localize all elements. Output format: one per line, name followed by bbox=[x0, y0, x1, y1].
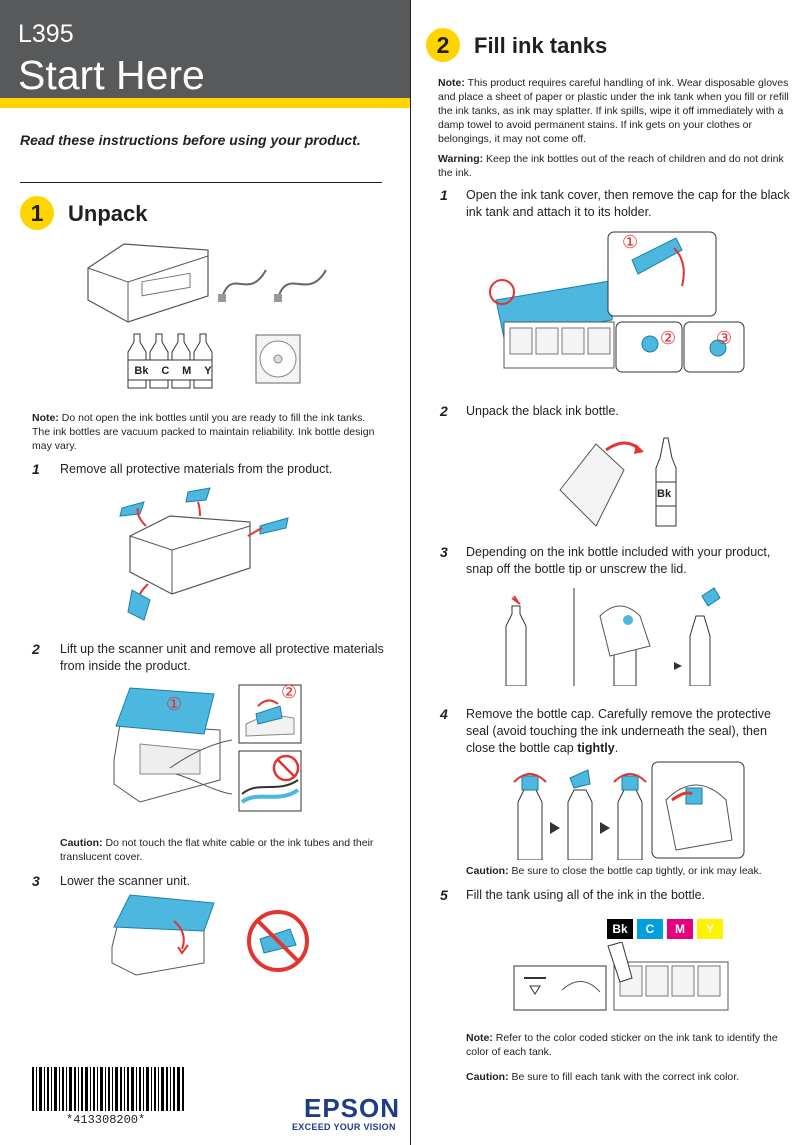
section2-warning-text: Keep the ink bottles out of the reach of… bbox=[438, 153, 784, 179]
intro-text: Read these instructions before using you… bbox=[20, 132, 361, 148]
section1-note-label: Note: bbox=[32, 412, 59, 424]
s2-marker-1: ① bbox=[622, 232, 639, 252]
s2-step1-text: Open the ink tank cover, then remove the… bbox=[466, 188, 790, 219]
remove-tape-illustration bbox=[119, 487, 289, 621]
s2-step2-number: 2 bbox=[440, 403, 448, 419]
cd-illustration bbox=[255, 334, 301, 384]
section2-warning: Warning: Keep the ink bottles out of the… bbox=[438, 152, 794, 180]
do-not-touch-cable-zoom bbox=[238, 750, 302, 812]
marker-1: ① bbox=[166, 694, 183, 714]
ink-bottle-labels: Bk C M Y bbox=[128, 365, 218, 377]
power-cable-illustration bbox=[218, 269, 267, 302]
s1-step3-text: Lower the scanner unit. bbox=[60, 874, 190, 888]
s2-step4-text-c: . bbox=[614, 741, 619, 755]
ink-label-bk: Bk bbox=[134, 365, 149, 377]
barcode bbox=[32, 1067, 184, 1111]
page-title: Start Here bbox=[18, 52, 205, 98]
section1-note-text: Do not open the ink bottles until you ar… bbox=[32, 412, 375, 452]
s1-step1-text: Remove all protective materials from the… bbox=[60, 462, 333, 476]
lift-scanner-illustration bbox=[113, 687, 233, 803]
section1-note: Note: Do not open the ink bottles until … bbox=[32, 411, 382, 453]
ink-color-stickers: Bk C M Y bbox=[607, 919, 723, 939]
s2-marker-2: ② bbox=[660, 328, 677, 348]
s1-step2-text: Lift up the scanner unit and remove all … bbox=[60, 642, 384, 673]
s2-step2-text: Unpack the black ink bottle. bbox=[466, 404, 619, 418]
s2-step5-caution: Caution: Be sure to fill each tank with … bbox=[466, 1070, 794, 1084]
sticker-bk: Bk bbox=[607, 919, 633, 939]
s2-caution4-label: Caution: bbox=[466, 865, 509, 877]
open-tank-cover-illustration bbox=[489, 231, 745, 373]
s2-step4-text-a: Remove the bottle cap. Carefully remove … bbox=[466, 707, 772, 755]
header-stripe bbox=[0, 98, 410, 108]
printer-illustration bbox=[87, 243, 209, 323]
section2-note: Note: This product requires careful hand… bbox=[438, 76, 794, 146]
close-cap-illustration bbox=[513, 761, 745, 860]
ink-label-c: C bbox=[161, 365, 170, 377]
s2-caution4-text: Be sure to close the bottle cap tightly,… bbox=[511, 865, 762, 877]
s2-caution5-text: Be sure to fill each tank with the corre… bbox=[511, 1071, 740, 1083]
s2-step5-note: Note: Refer to the color coded sticker o… bbox=[466, 1031, 794, 1059]
bottle-label-bk: Bk bbox=[657, 488, 672, 500]
section2-note-text: This product requires careful handling o… bbox=[438, 77, 789, 145]
s2-step1-number: 1 bbox=[440, 187, 448, 203]
section1-title: Unpack bbox=[68, 201, 148, 226]
ink-label-m: M bbox=[182, 365, 192, 377]
barcode-number: *413308200* bbox=[66, 1113, 146, 1127]
epson-tagline: EXCEED YOUR VISION bbox=[292, 1122, 396, 1132]
s2-step5-text: Fill the tank using all of the ink in th… bbox=[466, 888, 706, 902]
epson-logo: EPSON bbox=[304, 1093, 401, 1123]
s2-step5-number: 5 bbox=[440, 887, 448, 903]
protective-material-zoom bbox=[238, 684, 302, 744]
s1-step1-number: 1 bbox=[32, 461, 40, 477]
marker-2: ② bbox=[281, 682, 298, 702]
header-bar bbox=[0, 0, 410, 106]
unpack-bottle-illustration bbox=[559, 437, 677, 527]
section1-caution-label: Caution: bbox=[60, 837, 103, 849]
fill-tank-illustration bbox=[513, 942, 729, 1011]
section2-warning-label: Warning: bbox=[438, 153, 484, 165]
usb-cable-illustration bbox=[274, 269, 327, 302]
section2-note-label: Note: bbox=[438, 77, 465, 89]
sticker-m: M bbox=[667, 919, 693, 939]
lower-scanner-illustration bbox=[111, 894, 215, 976]
s2-marker-3: ③ bbox=[716, 328, 733, 348]
s1-step3-number: 3 bbox=[32, 873, 40, 889]
s2-step3-number: 3 bbox=[440, 544, 448, 560]
section2-title: Fill ink tanks bbox=[474, 33, 608, 58]
column-divider bbox=[410, 0, 411, 1145]
open-bottle-illustration bbox=[505, 587, 721, 686]
section1-number: 1 bbox=[20, 196, 54, 230]
intro-rule bbox=[20, 182, 382, 183]
section1-caution: Caution: Do not touch the flat white cab… bbox=[60, 836, 380, 864]
s2-step3-text: Depending on the ink bottle included wit… bbox=[466, 545, 771, 576]
s2-note5-text: Refer to the color coded sticker on the … bbox=[466, 1032, 778, 1058]
s2-note5-label: Note: bbox=[466, 1032, 493, 1044]
s2-step4-caution: Caution: Be sure to close the bottle cap… bbox=[466, 864, 794, 878]
s1-step2-number: 2 bbox=[32, 641, 40, 657]
sticker-c: C bbox=[637, 919, 663, 939]
ink-label-y: Y bbox=[204, 365, 212, 377]
sticker-y: Y bbox=[697, 919, 723, 939]
ink-bottles-illustration bbox=[127, 333, 213, 389]
section1-caution-text: Do not touch the flat white cable or the… bbox=[60, 837, 374, 863]
s2-step4-text-bold: tightly bbox=[577, 741, 615, 755]
no-hands-icon bbox=[247, 910, 309, 972]
s2-step4-text: Remove the bottle cap. Carefully remove … bbox=[466, 706, 794, 757]
s2-caution5-label: Caution: bbox=[466, 1071, 509, 1083]
model-name: L395 bbox=[18, 20, 74, 48]
section2-number: 2 bbox=[426, 28, 460, 62]
s2-step4-number: 4 bbox=[440, 706, 448, 722]
